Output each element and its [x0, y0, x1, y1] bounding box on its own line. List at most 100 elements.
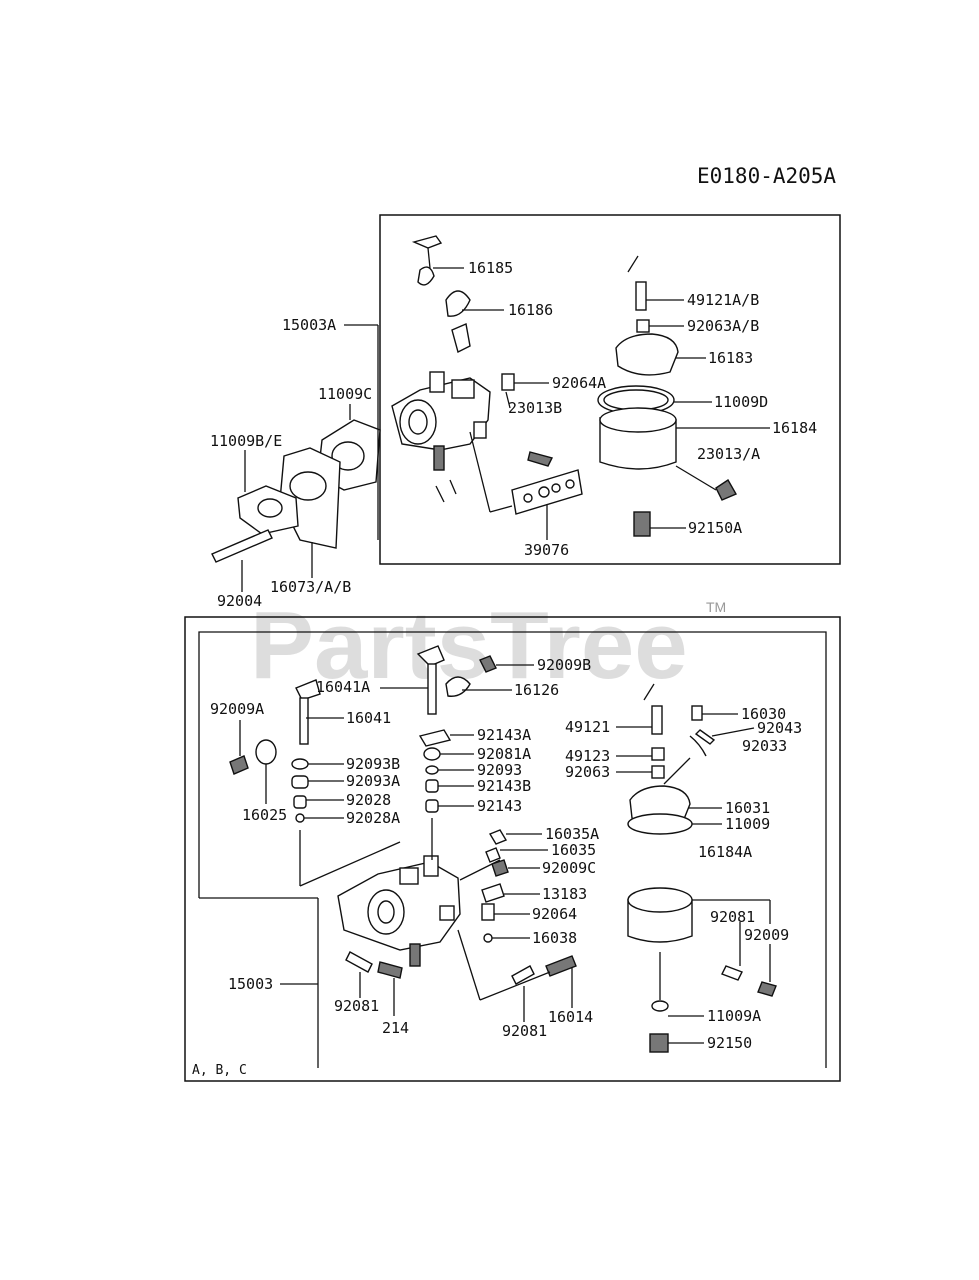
label-16014: 16014 — [548, 1008, 593, 1026]
label-92028: 92028 — [346, 791, 391, 809]
label-92009a: 92009A — [210, 700, 264, 718]
choke-shaft-part — [295, 679, 321, 701]
idle-screw-part — [501, 373, 515, 391]
lower-assembly: 92009B 16041A 16126 92009A 16041 92143A … — [184, 616, 841, 1082]
label-92143a: 92143A — [477, 726, 531, 744]
label-92150a: 92150A — [688, 519, 742, 537]
label-16184: 16184 — [772, 419, 817, 437]
washer-11009a-part — [651, 1000, 669, 1012]
label-16183: 16183 — [708, 349, 753, 367]
float-seat-part — [636, 319, 650, 333]
bracket-13183-part — [481, 883, 505, 903]
screw-92009a-part — [229, 755, 249, 775]
label-92043: 92043 — [757, 719, 802, 737]
variant-note: A, B, C — [192, 1063, 247, 1078]
label-13183: 13183 — [542, 885, 587, 903]
label-23013b: 23013B — [508, 399, 562, 417]
label-92033: 92033 — [742, 737, 787, 755]
spring-92081-right-part — [721, 965, 743, 981]
label-11009: 11009 — [725, 815, 770, 833]
choke-plate-part — [255, 739, 277, 765]
collar-92028-part — [293, 795, 307, 809]
label-15003: 15003 — [228, 975, 273, 993]
jet-214-part — [377, 961, 403, 979]
label-92081-mid: 92081 — [502, 1022, 547, 1040]
screw-part-23013b — [527, 451, 554, 467]
screw-16035a-part — [488, 829, 508, 845]
screw-92009c-part — [491, 859, 509, 877]
label-92081-left: 92081 — [334, 997, 379, 1015]
ring-92093-part — [425, 765, 439, 775]
label-11009d: 11009D — [714, 393, 768, 411]
seal-92143-part — [425, 799, 439, 813]
label-11009a: 11009A — [707, 1007, 761, 1025]
label-92143b: 92143B — [477, 777, 531, 795]
label-11009c: 11009C — [318, 385, 372, 403]
label-92009: 92009 — [744, 926, 789, 944]
lower-inner-frame — [198, 631, 827, 1068]
label-16038: 16038 — [532, 929, 577, 947]
label-92063: 92063 — [565, 763, 610, 781]
seal-92093b-part — [291, 758, 309, 770]
label-92064a: 92064A — [552, 374, 606, 392]
label-92081a: 92081A — [477, 745, 531, 763]
float-part — [615, 333, 679, 376]
bolt-92150-part — [649, 1033, 669, 1053]
seal-92143b-part — [425, 779, 439, 793]
label-92028a: 92028A — [346, 809, 400, 827]
jet-plate-part — [511, 469, 583, 515]
seat-92063-part — [651, 765, 665, 779]
label-16186: 16186 — [508, 301, 553, 319]
trademark-mark: TM — [706, 599, 726, 615]
ring-16038-part — [483, 933, 493, 943]
upper-frame — [379, 214, 841, 565]
label-16025: 16025 — [242, 806, 287, 824]
screw-16035-part — [485, 847, 501, 863]
label-16073-a-b: 16073/A/B — [270, 578, 351, 596]
screw-92009b-part — [479, 655, 497, 673]
screw-92064-part — [481, 903, 495, 921]
upper-assembly: 16185 16186 15003A 92064A 23013B 11009C … — [210, 214, 841, 610]
label-92081-right: 92081 — [710, 908, 755, 926]
carburetor-body — [391, 371, 491, 471]
label-92009b: 92009B — [537, 656, 591, 674]
label-92063a-b: 92063A/B — [687, 317, 759, 335]
float-needle-part — [635, 281, 647, 311]
label-16041: 16041 — [346, 709, 391, 727]
spring-92081-left-part — [345, 951, 373, 973]
diagram-code: E0180-A205A — [697, 164, 836, 188]
label-16030: 16030 — [741, 705, 786, 723]
label-92009c: 92009C — [542, 859, 596, 877]
label-11009b-e: 11009B/E — [210, 432, 282, 450]
pin-16030-part — [691, 705, 703, 721]
label-49121a-b: 49121A/B — [687, 291, 759, 309]
label-92064: 92064 — [532, 905, 577, 923]
label-16031: 16031 — [725, 799, 770, 817]
label-49121: 49121 — [565, 718, 610, 736]
label-16184a: 16184A — [698, 843, 752, 861]
stud-bolt-part — [211, 529, 273, 563]
label-39076: 39076 — [524, 541, 569, 559]
label-49123: 49123 — [565, 747, 610, 765]
needle-49121-part — [651, 705, 663, 735]
label-16126: 16126 — [514, 681, 559, 699]
throttle-lever-part — [445, 290, 471, 354]
label-16041a: 16041A — [316, 678, 370, 696]
choke-lever-part — [411, 235, 443, 286]
label-214: 214 — [382, 1019, 409, 1037]
lower-frame — [184, 616, 841, 1082]
drain-screw-part — [715, 479, 737, 501]
watermark-logo: PartsTree — [250, 592, 688, 699]
screw-92009-part — [757, 981, 777, 997]
label-92093b: 92093B — [346, 755, 400, 773]
ring-92028a-part — [295, 813, 305, 823]
label-92143: 92143 — [477, 797, 522, 815]
throttle-plate-part — [445, 676, 471, 697]
gasket-11009-part — [627, 813, 693, 835]
label-16035a: 16035A — [545, 825, 599, 843]
ring-92081a-part — [423, 747, 441, 761]
label-15003a: 15003A — [282, 316, 336, 334]
throttle-shaft-part — [416, 645, 445, 667]
label-92093a: 92093A — [346, 772, 400, 790]
